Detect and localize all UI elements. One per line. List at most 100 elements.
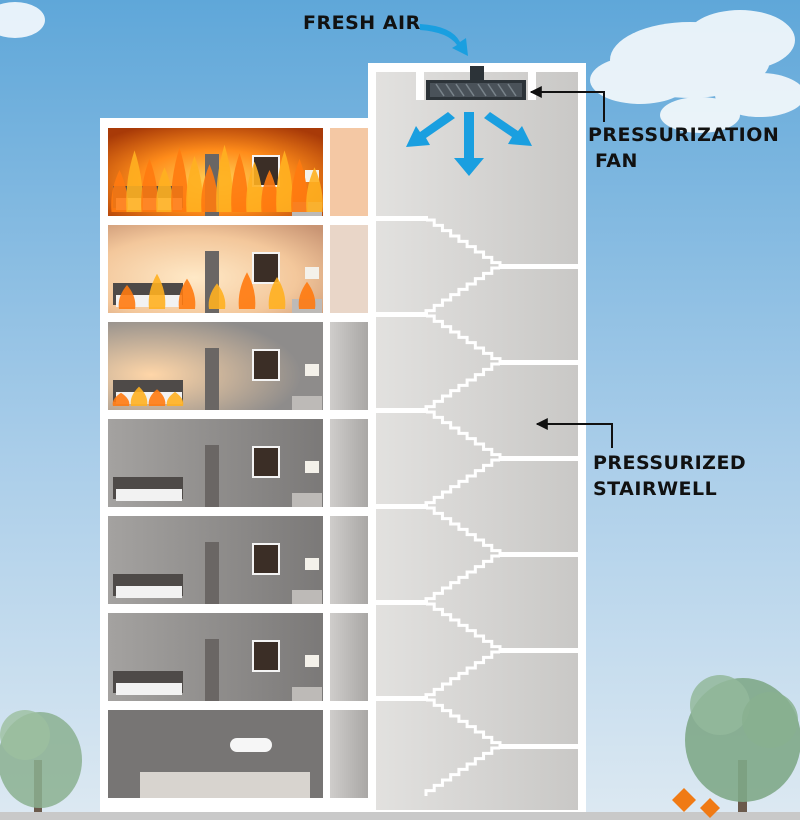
side-desk	[292, 396, 322, 410]
staircase	[376, 216, 578, 796]
wall-picture	[252, 252, 280, 284]
pendant-light	[230, 738, 272, 752]
stairwell-pointer	[535, 418, 613, 448]
corridor	[330, 128, 368, 216]
flame	[268, 277, 286, 309]
fresh-air-arrow	[420, 24, 468, 56]
bed	[116, 489, 182, 501]
lobby-counter	[140, 772, 310, 798]
stair-flight	[424, 650, 500, 700]
stair-landing	[500, 456, 578, 461]
pressurization-fan-label: PRESSURIZATION FAN	[588, 122, 779, 174]
floor-6	[108, 225, 368, 313]
bed	[116, 683, 182, 695]
stair-landing	[500, 552, 578, 557]
lamp	[305, 558, 319, 570]
stair-landing	[376, 312, 428, 317]
flame	[208, 283, 226, 309]
air-flow-arrows	[406, 24, 532, 176]
flame	[216, 144, 233, 212]
floors	[108, 128, 368, 798]
side-desk	[292, 590, 322, 604]
floor-4	[108, 419, 368, 507]
stair-landing	[376, 696, 428, 701]
flame	[166, 391, 184, 406]
corridor	[330, 613, 368, 701]
floor-3	[108, 516, 368, 604]
air-arrow-down	[454, 112, 484, 176]
pressurization-fan	[416, 66, 536, 100]
floor-2	[108, 613, 368, 701]
fresh-air-label: FRESH AIR	[303, 10, 421, 36]
lamp	[305, 267, 319, 279]
stair-flight	[426, 698, 502, 748]
stair-landing	[376, 216, 428, 221]
floor-1	[108, 710, 368, 798]
tree-right	[685, 675, 800, 820]
corner-logo	[672, 788, 720, 818]
wall-picture	[252, 349, 280, 381]
stair-flight	[424, 266, 500, 316]
flame	[141, 158, 158, 212]
stair-flight	[424, 458, 500, 508]
stair-flight	[426, 410, 502, 460]
clouds	[0, 2, 800, 133]
flame	[201, 164, 218, 212]
lamp	[305, 655, 319, 667]
flame	[306, 167, 323, 212]
flame	[178, 278, 196, 309]
stair-landing	[376, 600, 428, 605]
stair-landing	[500, 744, 578, 749]
flame	[291, 158, 308, 212]
fan-pointer	[529, 86, 605, 122]
flame	[298, 281, 316, 309]
flame	[238, 272, 256, 309]
stair-flight	[424, 362, 500, 412]
flame	[276, 150, 293, 212]
stair-flight	[424, 746, 500, 796]
stairwell-label-line-1: PRESSURIZED	[593, 452, 747, 474]
side-desk	[292, 687, 322, 701]
stair-landing	[500, 360, 578, 365]
wardrobe	[205, 639, 219, 701]
stair-flight	[426, 602, 502, 652]
flame	[148, 389, 166, 406]
flame	[246, 161, 263, 212]
corridor	[330, 516, 368, 604]
stair-flight	[426, 218, 502, 268]
floor-5	[108, 322, 368, 410]
pointer-arrows	[529, 86, 613, 448]
wall-picture	[252, 640, 280, 672]
fan-label-line-2: FAN	[595, 150, 638, 172]
ground	[0, 812, 800, 820]
pressurized-stairwell-label: PRESSURIZED STAIRWELL	[593, 450, 746, 502]
wardrobe	[205, 348, 219, 410]
flame	[111, 170, 128, 212]
corridor	[330, 322, 368, 410]
stair-landing	[500, 648, 578, 653]
flame	[261, 170, 278, 212]
flame	[171, 147, 188, 212]
bed	[116, 586, 182, 598]
stairwell-shaft	[376, 72, 578, 810]
wall-picture	[252, 446, 280, 478]
corridor	[330, 710, 368, 798]
stairwell-label-line-2: STAIRWELL	[593, 478, 718, 500]
stair-landing	[500, 264, 578, 269]
flame	[186, 156, 203, 212]
flame	[148, 273, 166, 309]
stair-landing	[376, 408, 428, 413]
lamp	[305, 461, 319, 473]
flame	[231, 153, 248, 212]
corridor	[330, 419, 368, 507]
flame	[118, 285, 136, 309]
side-desk	[292, 493, 322, 507]
stair-flight	[426, 314, 502, 364]
stair-flight	[424, 554, 500, 604]
flame	[130, 386, 148, 406]
stair-landing	[376, 504, 428, 509]
tree-left	[0, 710, 82, 820]
floor-7	[108, 128, 368, 216]
lamp	[305, 364, 319, 376]
